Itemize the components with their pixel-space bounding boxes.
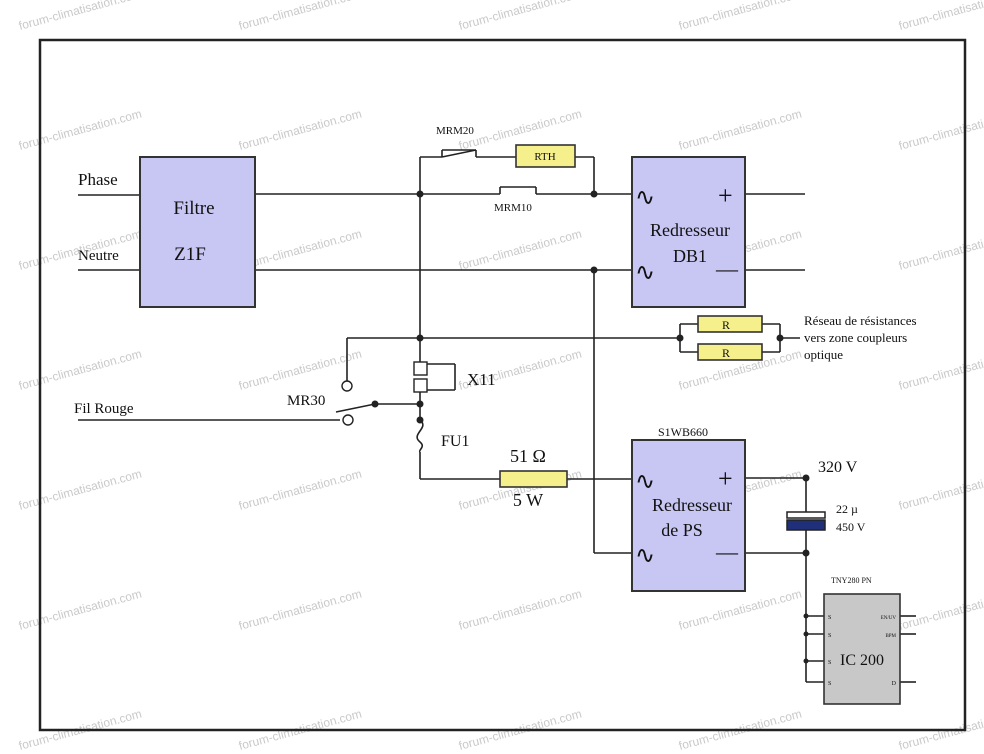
mrm10-label: MRM10 [494, 202, 532, 214]
ic-header-label: TNY280 PN [831, 576, 872, 585]
watermark-text: forum-climatisation.com [897, 467, 984, 513]
ic-pin-bpm: BPM [885, 634, 896, 639]
fu1-fuse [416, 419, 424, 453]
network-resistor-top-label: R [722, 318, 730, 332]
ps-minus: — [715, 539, 739, 564]
db1-minus: — [715, 256, 739, 281]
ic-pin-d: D [892, 681, 897, 687]
mrm20-contact [441, 149, 477, 158]
db1-label-line2: DB1 [673, 246, 707, 266]
junction-nodes [371, 190, 810, 664]
voltage-320-label: 320 V [818, 459, 858, 476]
watermark-text: forum-climatisation.com [677, 107, 803, 153]
db1-plus: + [718, 181, 733, 210]
watermark-text: forum-climatisation.com [237, 467, 363, 513]
ps-header-label: S1WB660 [658, 425, 708, 439]
watermark-text: forum-climatisation.com [237, 107, 363, 153]
watermark-text: forum-climatisation.com [17, 587, 143, 633]
filter-block [139, 156, 256, 308]
watermark-text: forum-climatisation.com [677, 0, 803, 33]
mrm10-contact [499, 186, 537, 194]
db1-ac-bottom: ∿ [635, 260, 655, 286]
watermark-text: forum-climatisation.com [17, 107, 143, 153]
watermark-text: forum-climatisation.com [677, 587, 803, 633]
watermark-text: forum-climatisation.com [897, 0, 984, 33]
x11-label: X11 [467, 370, 496, 389]
watermark-text: forum-climatisation.com [897, 587, 984, 633]
watermark-text: forum-climatisation.com [237, 227, 363, 273]
rth-label: RTH [534, 151, 555, 163]
ic-label: IC 200 [840, 652, 884, 669]
ps-ac-bottom: ∿ [635, 543, 655, 569]
watermark-text: forum-climatisation.com [17, 0, 143, 33]
filter-capacitor [786, 511, 826, 531]
watermark-text: forum-climatisation.com [17, 467, 143, 513]
x11-connector [413, 361, 456, 393]
mrm20-label: MRM20 [436, 125, 474, 137]
rectifier-db1-block [631, 156, 746, 308]
ic-pin-s1: S [828, 615, 831, 621]
db1-ac-top: ∿ [635, 185, 655, 211]
watermark-text: forum-climatisation.com [17, 347, 143, 393]
network-description-line2: vers zone coupleurs [804, 330, 907, 345]
resistor-power-label: 5 W [513, 490, 543, 510]
watermark-text: forum-climatisation.com [457, 0, 583, 33]
network-description-line1: Réseau de résistances [804, 313, 917, 328]
ps-ac-top: ∿ [635, 469, 655, 495]
watermark-text: forum-climatisation.com [897, 347, 984, 393]
ic-pin-s4: S [828, 681, 831, 687]
ps-label-line2: de PS [661, 520, 703, 540]
network-resistor-bottom-label: R [722, 346, 730, 360]
watermark-text: forum-climatisation.com [237, 587, 363, 633]
ic-pin-enuv: EN/UV [881, 616, 897, 621]
mr30-switch [335, 380, 376, 426]
watermark-text: forum-climatisation.com [897, 107, 984, 153]
ic-pin-s3: S [828, 660, 831, 666]
ic-pin-s2: S [828, 633, 831, 639]
phase-label: Phase [78, 170, 118, 189]
filter-label-line1: Filtre [173, 198, 214, 219]
resistor-value-label: 51 Ω [510, 446, 546, 466]
fu1-label: FU1 [441, 433, 469, 450]
ps-plus: + [718, 464, 733, 493]
network-resistor-bottom [697, 343, 763, 361]
network-description-line3: optique [804, 347, 843, 362]
ic200-chip [823, 593, 901, 705]
ps-label-line1: Redresseur [652, 495, 732, 515]
capacitor-value-label: 22 µ [836, 502, 858, 516]
watermark-text: forum-climatisation.com [237, 0, 363, 33]
mr30-label: MR30 [287, 393, 325, 409]
filter-label-line2: Z1F [174, 244, 206, 265]
diagram-frame [38, 38, 967, 732]
watermark-text: forum-climatisation.com [457, 587, 583, 633]
fil-rouge-label: Fil Rouge [74, 401, 134, 417]
watermark-text: forum-climatisation.com [897, 227, 984, 273]
rectifier-ps-block [631, 439, 746, 592]
capacitor-voltage-label: 450 V [836, 520, 866, 534]
neutre-label: Neutre [78, 248, 119, 264]
rth-resistor [515, 144, 576, 168]
db1-label-line1: Redresseur [650, 220, 730, 240]
network-resistor-top [697, 315, 763, 333]
watermark-text: forum-climatisation.com [457, 227, 583, 273]
limiting-resistor [499, 470, 568, 488]
